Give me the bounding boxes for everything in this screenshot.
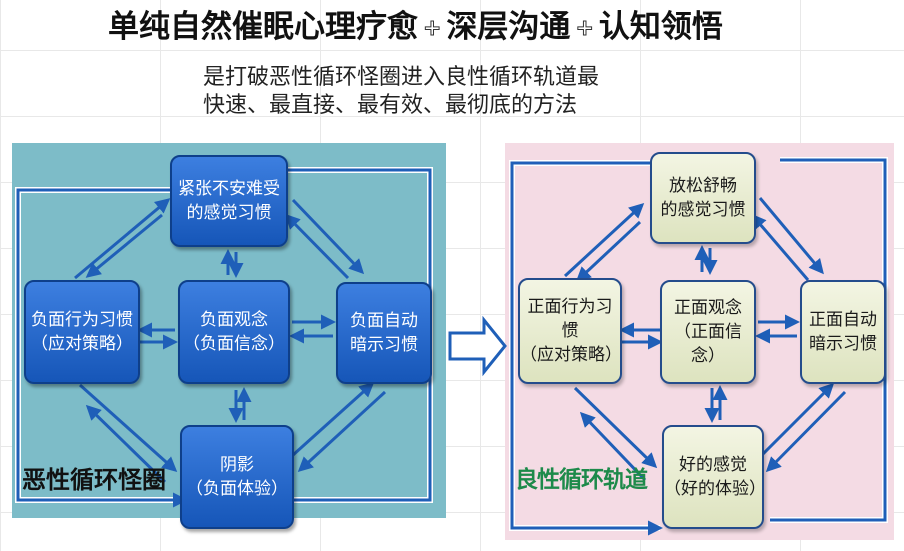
node-negative-autosuggestion-text: 负面自动 暗示习惯 xyxy=(350,311,418,355)
arrow-left-to-top-r xyxy=(563,202,645,278)
arrow-right-to-bottom-r xyxy=(765,390,847,473)
node-negative-autosuggestion: 负面自动 暗示习惯 xyxy=(336,282,432,384)
arrow-bottom-to-right xyxy=(291,381,375,457)
node-tense-feeling-habit-text: 紧张不安难受 的感觉习惯 xyxy=(178,179,280,223)
node-tense-feeling-habit: 紧张不安难受 的感觉习惯 xyxy=(170,155,288,247)
arrow-left-to-bottom xyxy=(78,383,178,473)
subtitle-line-2: 快速、最直接、最有效、最彻底的方法 xyxy=(203,93,578,118)
arrow-right-to-bottom xyxy=(297,390,387,473)
arrow-right-to-top-r xyxy=(751,213,810,281)
node-negative-belief-text: 负面观念 （负面信念） xyxy=(183,310,285,354)
plus-sign-2: + xyxy=(575,16,594,42)
title-part-communication: 深层沟通 xyxy=(446,9,571,45)
node-negative-belief: 负面观念 （负面信念） xyxy=(178,280,290,384)
node-positive-belief: 正面观念 （正面信念） xyxy=(660,280,756,384)
arrow-bottom-to-left xyxy=(85,404,167,484)
node-negative-behavior-habit-text: 负面行为习惯 （应对策略） xyxy=(31,310,133,354)
node-positive-belief-text: 正面观念 （正面信念） xyxy=(674,298,742,366)
virtuous-cycle-label: 良性循环轨道 xyxy=(515,467,648,493)
title-part-hypnosis: 单纯自然催眠心理疗愈 xyxy=(108,9,418,45)
node-shadow-negative-experience: 阴影 （负面体验） xyxy=(180,425,294,529)
node-positive-behavior-habit: 正面行为习惯 （应对策略） xyxy=(518,278,622,384)
node-positive-autosuggestion-text: 正面自动 暗示习惯 xyxy=(809,310,877,354)
arrow-bottom-to-left-r xyxy=(579,411,647,482)
arrow-right-to-top xyxy=(284,213,350,280)
arrow-top-to-right xyxy=(291,198,365,275)
node-relaxed-feeling-habit: 放松舒畅 的感觉习惯 xyxy=(650,152,756,244)
arrow-top-to-left xyxy=(85,213,163,278)
node-negative-behavior-habit: 负面行为习惯 （应对策略） xyxy=(24,280,140,384)
arrow-left-to-bottom-r xyxy=(573,386,658,469)
node-relaxed-feeling-habit-text: 放松舒畅 的感觉习惯 xyxy=(660,176,746,220)
node-positive-behavior-habit-text: 正面行为习惯 （应对策略） xyxy=(520,297,622,365)
transition-arrow xyxy=(448,315,507,377)
arrow-bottom-to-right-r xyxy=(760,382,835,457)
page-title: 单纯自然催眠心理疗愈+深层沟通+认知领悟 xyxy=(108,6,723,48)
node-good-feeling-experience: 好的感觉 （好的体验） xyxy=(662,425,766,529)
plus-sign-1: + xyxy=(422,16,442,42)
subtitle-line-1: 是打破恶性循环怪圈进入良性循环轨道最 xyxy=(203,65,600,90)
arrow-top-to-left-r xyxy=(575,220,642,283)
arrow-left-to-top xyxy=(74,198,171,280)
vicious-cycle-label: 恶性循环怪圈 xyxy=(22,466,166,494)
subtitle: 是打破恶性循环怪圈进入良性循环轨道最 快速、最直接、最有效、最彻底的方法 xyxy=(203,64,663,120)
node-good-feeling-experience-text: 好的感觉 （好的体验） xyxy=(664,455,766,499)
title-part-cognition: 认知领悟 xyxy=(598,9,723,45)
node-shadow-negative-experience-text: 阴影 （负面体验） xyxy=(186,455,288,499)
node-positive-autosuggestion: 正面自动 暗示习惯 xyxy=(800,280,886,384)
arrow-top-to-right-r xyxy=(758,197,824,275)
